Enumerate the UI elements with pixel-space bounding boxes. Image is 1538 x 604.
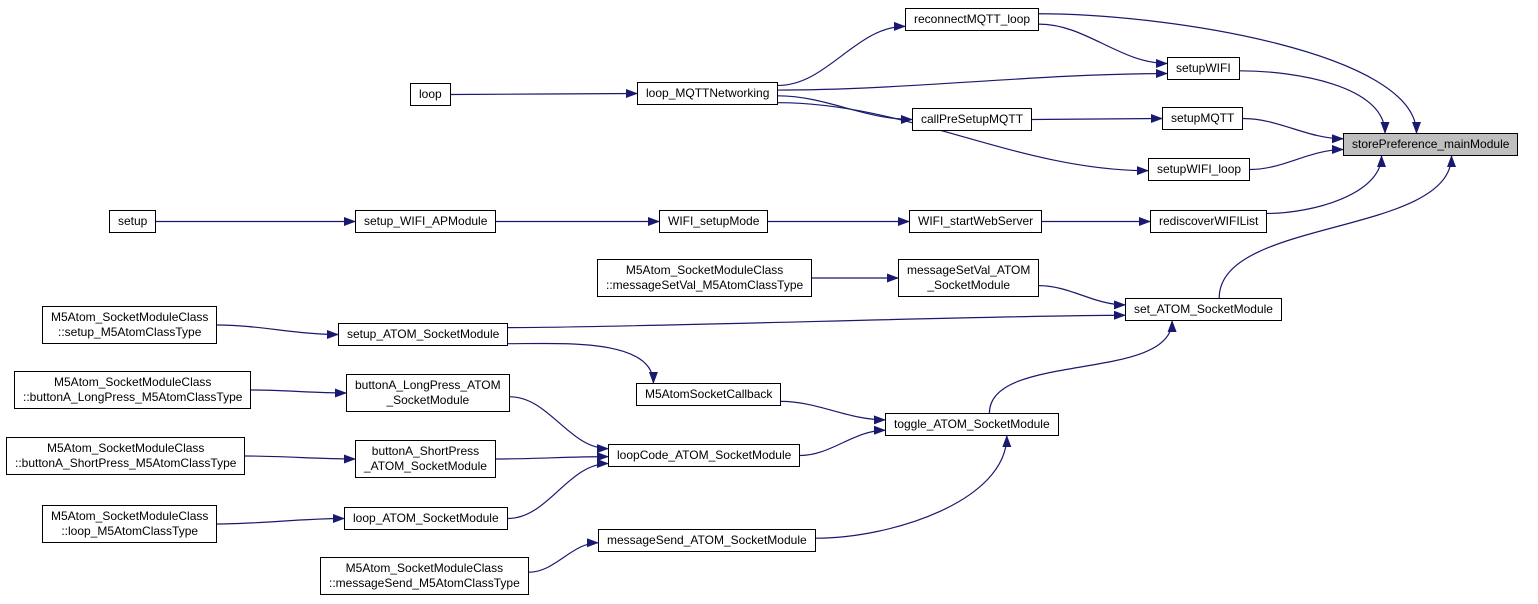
edge-shortpress_class-to-buttonA_ShortPress_ATOM_SocketModule [244,454,356,464]
node-messageSend_ATOM_SocketModule[interactable]: messageSend_ATOM_SocketModule [598,529,816,552]
edge-loop_MQTTNetworking-to-reconnectMQTT_loop [777,21,906,87]
node-loop_ATOM_SocketModule[interactable]: loop_ATOM_SocketModule [344,507,508,530]
node-shortpress_class[interactable]: M5Atom_SocketModuleClass ::buttonA_Short… [6,437,246,475]
edge-setupMQTT-to-storePreference_mainModule [1242,117,1344,144]
node-loopCode_ATOM_SocketModule[interactable]: loopCode_ATOM_SocketModule [608,444,801,467]
node-msv_class[interactable]: M5Atom_SocketModuleClass ::messageSetVal… [597,259,813,297]
edge-loop_ATOM_SocketModule-to-loopCode_ATOM_SocketModule [507,459,609,520]
node-M5AtomSocketCallback[interactable]: M5AtomSocketCallback [636,383,782,406]
node-callPreSetupMQTT[interactable]: callPreSetupMQTT [912,108,1033,131]
node-setupMQTT[interactable]: setupMQTT [1162,107,1244,130]
node-setup[interactable]: setup [109,210,157,233]
edge-M5AtomSocketCallback-to-toggle_ATOM_SocketModule [780,400,886,425]
edge-loopCode_ATOM_SocketModule-to-toggle_ATOM_SocketModule [799,425,886,457]
node-msgsend_class[interactable]: M5Atom_SocketModuleClass ::messageSend_M… [320,557,529,595]
node-setup_ATOM_SocketModule[interactable]: setup_ATOM_SocketModule [338,323,509,346]
edge-loop-to-loop_MQTTNetworking [450,89,638,99]
edge-set_ATOM_SocketModule-to-storePreference_mainModule [1218,155,1456,299]
edge-reconnectMQTT_loop-to-storePreference_mainModule [1038,13,1421,134]
edge-loop_MQTTNetworking-to-setupWIFI [777,69,1168,91]
edge-longpress_class-to-buttonA_LongPress_ATOM_SocketModule [250,388,347,398]
node-storePreference_mainModule: storePreference_mainModule [1343,133,1519,156]
edge-loop_MQTTNetworking-to-setupWIFI_loop [777,102,1149,176]
node-set_ATOM_SocketModule[interactable]: set_ATOM_SocketModule [1125,298,1282,321]
edge-setupWIFI_loop-to-storePreference_mainModule [1249,145,1344,171]
edge-msgsend_class-to-messageSend_ATOM_SocketModule [528,538,599,573]
edge-toggle_ATOM_SocketModule-to-set_ATOM_SocketModule [988,320,1177,414]
edge-setup_class-to-setup_ATOM_SocketModule [216,324,339,339]
node-messageSetVal_ATOM_SocketModule[interactable]: messageSetVal_ATOM _SocketModule [898,259,1040,297]
node-WIFI_setupMode[interactable]: WIFI_setupMode [659,210,769,233]
node-reconnectMQTT_loop[interactable]: reconnectMQTT_loop [905,8,1040,31]
node-loop_class[interactable]: M5Atom_SocketModuleClass ::loop_M5AtomCl… [42,505,218,543]
edge-setup_ATOM_SocketModule-to-set_ATOM_SocketModule [507,310,1126,329]
edge-setupWIFI-to-storePreference_mainModule [1239,70,1390,134]
node-rediscoverWIFIList[interactable]: rediscoverWIFIList [1150,210,1268,233]
node-setup_WIFI_APModule[interactable]: setup_WIFI_APModule [355,210,497,233]
node-buttonA_LongPress_ATOM_SocketModule[interactable]: buttonA_LongPress_ATOM _SocketModule [346,374,510,412]
node-longpress_class[interactable]: M5Atom_SocketModuleClass ::buttonA_LongP… [14,371,252,409]
edge-messageSend_ATOM_SocketModule-to-toggle_ATOM_SocketModule [815,435,1012,539]
node-toggle_ATOM_SocketModule[interactable]: toggle_ATOM_SocketModule [885,413,1059,436]
edge-reconnectMQTT_loop-to-setupWIFI [1038,23,1168,68]
node-loop[interactable]: loop [410,83,451,106]
node-setup_class[interactable]: M5Atom_SocketModuleClass ::setup_M5AtomC… [42,306,218,344]
edge-loop_MQTTNetworking-to-callPreSetupMQTT [777,95,913,124]
node-loop_MQTTNetworking[interactable]: loop_MQTTNetworking [637,82,779,105]
node-setupWIFI_loop[interactable]: setupWIFI_loop [1148,158,1251,181]
edge-messageSetVal_ATOM_SocketModule-to-set_ATOM_SocketModule [1038,285,1126,310]
edge-setup_ATOM_SocketModule-to-M5AtomSocketCallback [507,342,658,384]
edge-callPreSetupMQTT-to-setupMQTT [1031,114,1163,124]
node-buttonA_ShortPress_ATOM_SocketModule[interactable]: buttonA_ShortPress _ATOM_SocketModule [355,440,496,478]
edge-buttonA_LongPress_ATOM_SocketModule-to-loopCode_ATOM_SocketModule [509,396,609,454]
node-setupWIFI[interactable]: setupWIFI [1167,57,1240,80]
node-WIFI_startWebServer[interactable]: WIFI_startWebServer [909,210,1043,233]
edge-buttonA_ShortPress_ATOM_SocketModule-to-loopCode_ATOM_SocketModule [495,452,609,462]
edge-loop_class-to-loop_ATOM_SocketModule [216,514,345,525]
edge-rediscoverWIFIList-to-storePreference_mainModule [1266,155,1386,215]
